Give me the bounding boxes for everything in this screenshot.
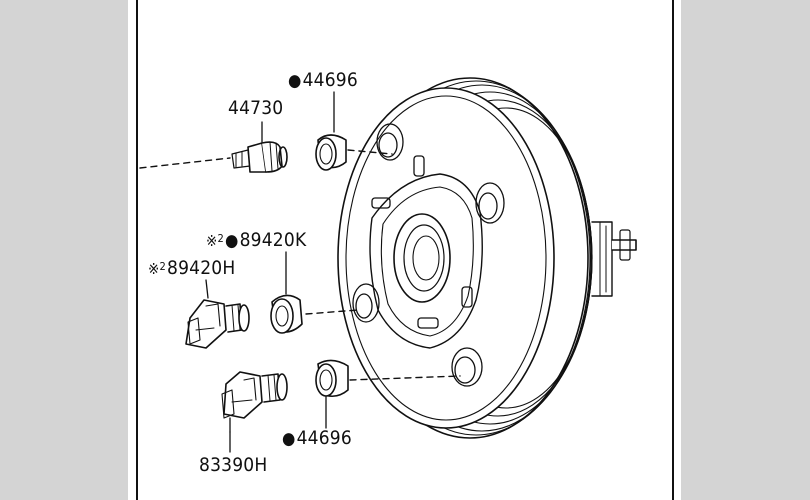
label-check-valve: 44730 bbox=[228, 97, 284, 119]
label-sensor-k: ※2●89420K bbox=[206, 229, 307, 251]
sensor-89420h bbox=[185, 279, 250, 349]
label-switch: 83390H bbox=[199, 454, 268, 476]
brake-booster bbox=[337, 77, 637, 439]
grommet-bottom bbox=[315, 359, 349, 429]
check-valve-44730 bbox=[231, 121, 288, 173]
face-bosses bbox=[352, 123, 505, 387]
grommet-mid bbox=[270, 251, 303, 334]
grommet-top bbox=[315, 91, 347, 171]
label-grommet-bottom: ●44696 bbox=[282, 427, 352, 449]
center-hub bbox=[393, 213, 451, 303]
label-sensor-h: ※289420H bbox=[148, 257, 236, 279]
leader-lines bbox=[139, 149, 461, 381]
diagram-frame bbox=[136, 0, 674, 500]
booster-front-face bbox=[337, 87, 555, 429]
label-grommet-top: ●44696 bbox=[288, 69, 358, 91]
pushrod bbox=[591, 221, 637, 297]
switch-83390h bbox=[221, 371, 288, 453]
